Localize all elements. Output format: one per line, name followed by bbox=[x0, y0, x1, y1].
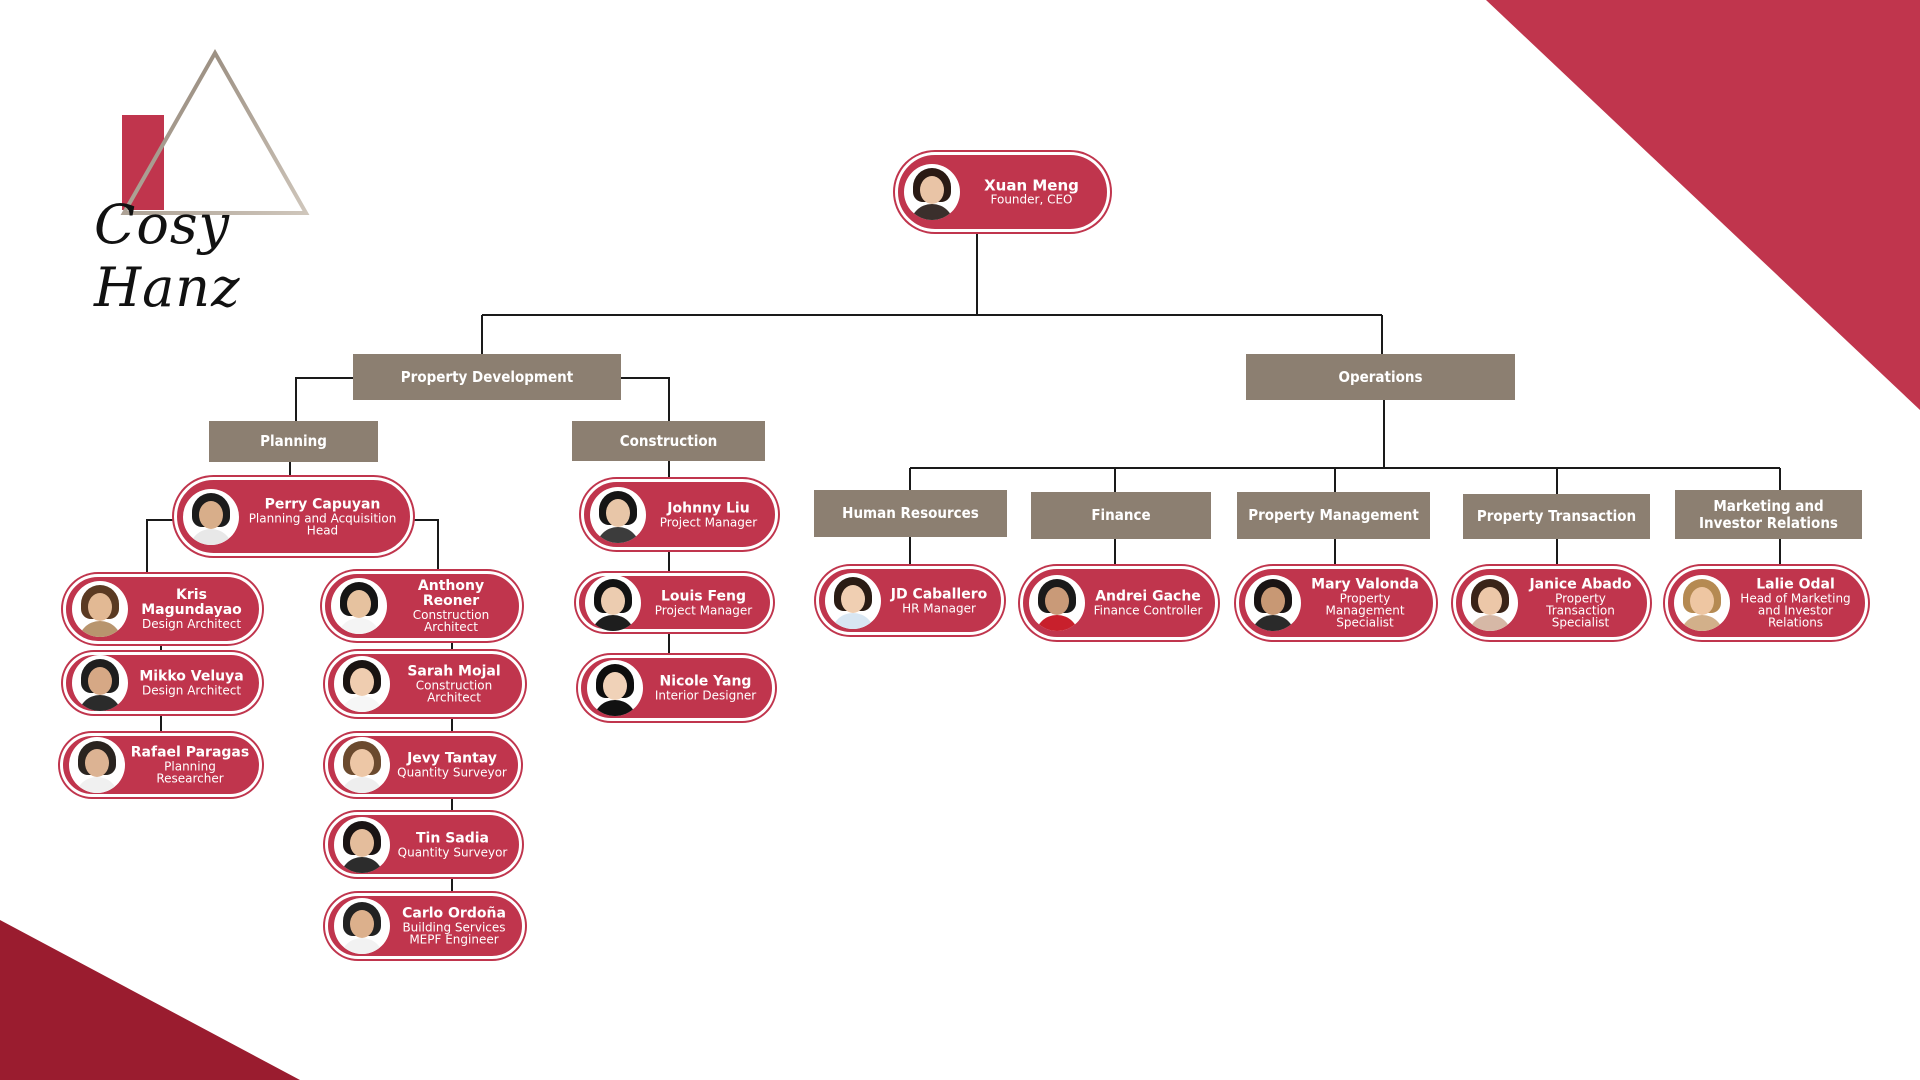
avatar bbox=[1029, 575, 1085, 631]
avatar bbox=[585, 574, 641, 631]
avatar bbox=[1462, 575, 1518, 631]
person-name: Andrei Gache bbox=[1095, 588, 1201, 605]
person-name: Mikko Veluya bbox=[139, 668, 244, 685]
person-role: Interior Designer bbox=[654, 688, 757, 703]
person-role: Building Services MEPF Engineer bbox=[402, 920, 506, 947]
person-name: Carlo Ordoña bbox=[402, 905, 506, 922]
person-role: Quantity Surveyor bbox=[397, 765, 507, 780]
person-name: Xuan Meng bbox=[984, 176, 1079, 195]
avatar bbox=[334, 656, 390, 712]
person-name: Sarah Mojal bbox=[407, 663, 501, 680]
person-role: Head of Marketing and Investor Relations bbox=[1740, 591, 1851, 630]
person-name: Rafael Paragas bbox=[130, 744, 250, 761]
avatar bbox=[334, 816, 390, 873]
person-role: Planning and Acquisition Head bbox=[248, 511, 397, 537]
dept-property-development: Property Development bbox=[353, 354, 621, 400]
person-name: Anthony Reoner bbox=[417, 578, 485, 609]
person-role: Design Architect bbox=[141, 683, 242, 698]
avatar bbox=[183, 488, 239, 545]
bottom-left-corner-shape bbox=[0, 920, 300, 1080]
person-role: Finance Controller bbox=[1093, 603, 1203, 618]
person-role: Property Transaction Specialist bbox=[1546, 591, 1615, 630]
avatar bbox=[587, 660, 643, 716]
person-name: Johnny Liu bbox=[667, 500, 750, 516]
person-role: Construction Architect bbox=[412, 608, 490, 634]
person-name: Louis Feng bbox=[661, 588, 746, 604]
avatar bbox=[825, 572, 881, 629]
company-logo: Cosy Hanz bbox=[90, 45, 350, 319]
dept-finance: Finance bbox=[1031, 492, 1211, 539]
person-role: Design Architect bbox=[141, 617, 242, 631]
person-role: Founder, CEO bbox=[990, 192, 1073, 207]
person-name: Jevy Tantay bbox=[407, 750, 497, 767]
dept-construction: Construction bbox=[572, 421, 765, 461]
dept-planning: Planning bbox=[209, 421, 378, 462]
avatar bbox=[331, 578, 387, 634]
dept-human-resources: Human Resources bbox=[814, 490, 1007, 537]
avatar bbox=[334, 898, 390, 954]
logo-wordmark: Cosy Hanz bbox=[94, 193, 241, 319]
dept-property-management: Property Management bbox=[1237, 492, 1430, 539]
avatar bbox=[1674, 575, 1730, 631]
dept-property-transaction: Property Transaction bbox=[1463, 494, 1650, 539]
avatar bbox=[334, 737, 390, 793]
person-role: HR Manager bbox=[902, 601, 976, 615]
person-role: Project Manager bbox=[654, 603, 753, 617]
person-name: Tin Sadia bbox=[416, 830, 489, 846]
person-role: Property Management Specialist bbox=[1325, 591, 1405, 630]
avatar bbox=[72, 655, 128, 711]
person-name: JD Caballero bbox=[890, 586, 988, 602]
avatar bbox=[69, 737, 125, 793]
person-name: Lalie Odal bbox=[1756, 576, 1835, 593]
avatar bbox=[590, 486, 646, 543]
avatar bbox=[1245, 575, 1301, 631]
dept-operations: Operations bbox=[1246, 354, 1515, 400]
person-role: Project Manager bbox=[659, 515, 758, 529]
person-role: Quantity Surveyor bbox=[397, 845, 508, 859]
avatar bbox=[904, 164, 960, 220]
top-right-corner-shape bbox=[1486, 0, 1920, 410]
dept-marketing-investor-relations: Marketing and Investor Relations bbox=[1675, 490, 1862, 539]
person-name: Nicole Yang bbox=[659, 673, 752, 690]
person-name: Kris Magundayao bbox=[141, 587, 242, 618]
person-role: Construction Architect bbox=[415, 678, 493, 705]
avatar bbox=[72, 581, 128, 637]
person-name: Mary Valonda bbox=[1311, 576, 1419, 593]
person-role: Planning Researcher bbox=[156, 759, 224, 786]
person-name: Perry Capuyan bbox=[264, 496, 381, 512]
person-name: Janice Abado bbox=[1529, 576, 1632, 593]
logo-mark bbox=[120, 48, 310, 215]
